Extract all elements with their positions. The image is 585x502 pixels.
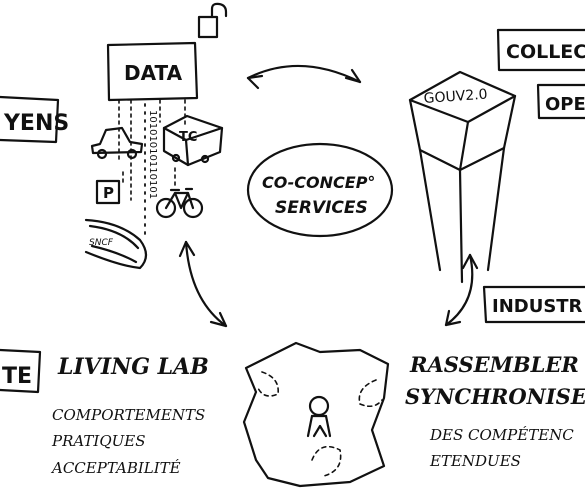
open-box xyxy=(536,83,585,120)
rassembler-line2: SYNCHRONISE xyxy=(405,384,585,409)
rassembler-item-1: DES COMPÉTENC xyxy=(429,426,574,444)
arrow-right xyxy=(444,253,474,327)
rassembler-line1: RASSEMBLER xyxy=(409,352,579,377)
arrow-left xyxy=(184,240,228,328)
france-map xyxy=(242,341,390,488)
person-icon xyxy=(306,395,332,438)
industr-box xyxy=(482,285,585,324)
living-lab-title: LIVING LAB xyxy=(57,354,209,380)
lock-icon xyxy=(197,2,228,39)
rassembler-item-2: ETENDUES xyxy=(429,452,521,470)
car-icon xyxy=(90,126,144,160)
parking-label: P xyxy=(103,184,114,202)
left-fragment-top-label: YENS xyxy=(3,111,69,136)
bus-icon xyxy=(162,114,224,167)
data-box xyxy=(106,41,199,102)
left-fragment-box-top xyxy=(0,95,60,144)
arrow-top xyxy=(246,64,362,84)
gouv-tower xyxy=(408,70,517,284)
data-stream-label: 10101010110101 xyxy=(147,110,158,199)
parking-icon xyxy=(95,179,121,205)
collect-box xyxy=(496,28,585,72)
left-fragment-mid-label: TE xyxy=(2,364,32,389)
tc-label: TC xyxy=(179,130,197,145)
train-icon xyxy=(84,218,148,270)
open-label: OPE xyxy=(545,94,585,115)
data-label: DATA xyxy=(124,61,183,85)
living-lab-item-1: COMPORTEMENTS xyxy=(52,406,205,424)
industr-label: INDUSTR xyxy=(492,296,583,317)
center-ellipse xyxy=(246,142,394,238)
center-line2: SERVICES xyxy=(275,198,368,218)
map-regions xyxy=(257,371,383,477)
living-lab-item-2: PRATIQUES xyxy=(51,432,146,450)
center-line1: CO-CONCEP° xyxy=(262,173,375,192)
sncf-label: SNCF xyxy=(89,238,114,248)
gouv-label: GOUV2.0 xyxy=(423,87,488,107)
left-fragment-box-mid xyxy=(0,348,42,394)
bicycle-icon xyxy=(155,187,204,219)
living-lab-item-3: ACCEPTABILITÉ xyxy=(50,459,181,477)
collect-label: COLLECT xyxy=(506,41,585,63)
